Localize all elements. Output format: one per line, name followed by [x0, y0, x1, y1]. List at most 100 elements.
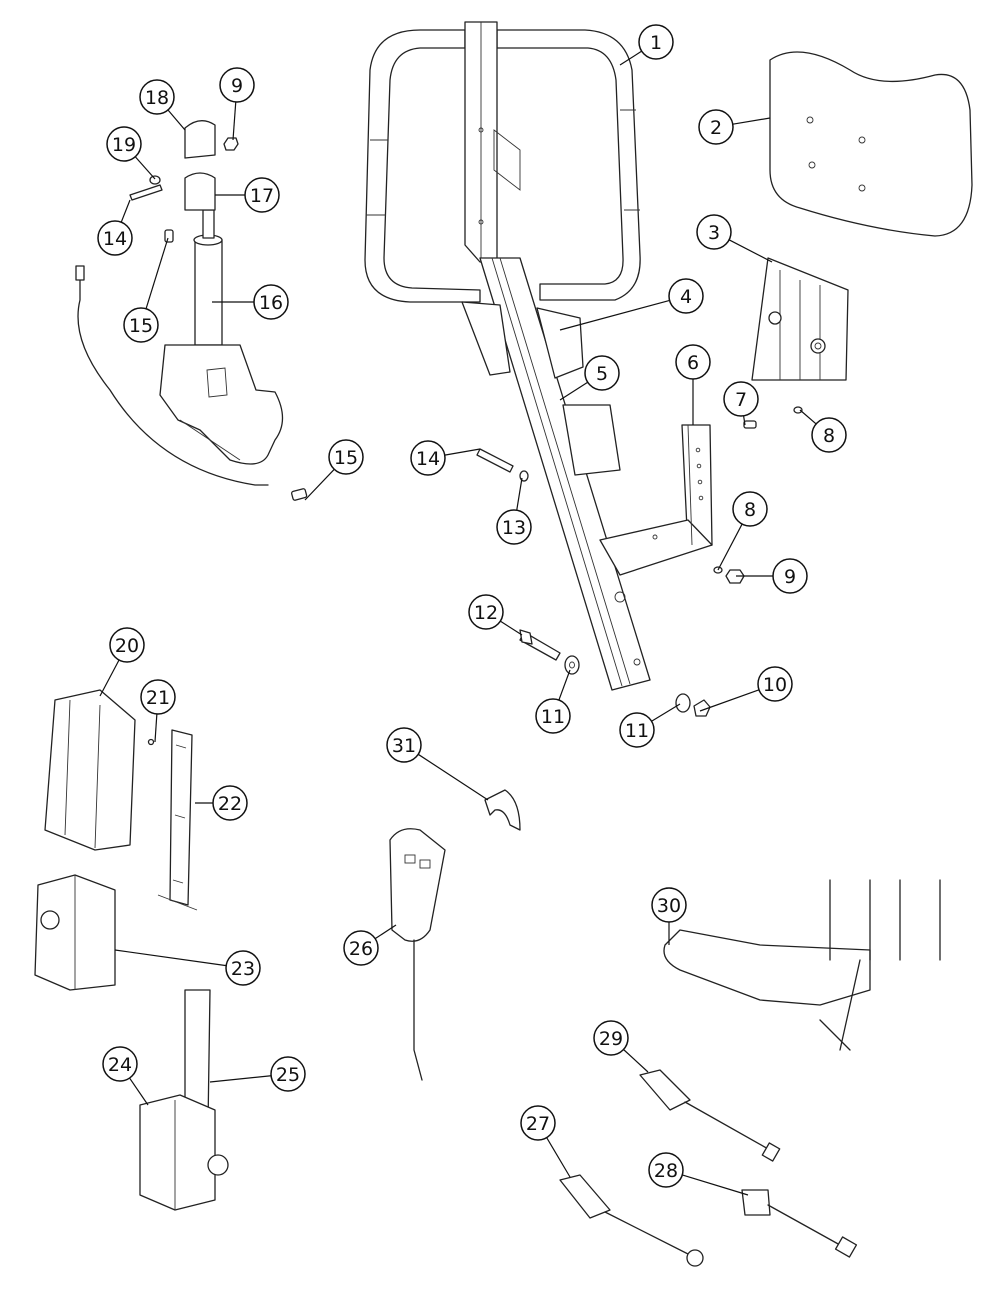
callout-circle — [698, 109, 734, 145]
callout-number: 14 — [103, 228, 127, 250]
callout-circle — [123, 307, 159, 343]
callout-number: 31 — [392, 735, 416, 757]
bolt-7 — [743, 420, 757, 429]
callout-circle — [253, 284, 289, 320]
callout-circle — [212, 785, 248, 821]
leader-line — [304, 468, 335, 501]
leader-line — [558, 669, 571, 701]
callout-circle — [675, 344, 711, 380]
callout-26: 26 — [343, 924, 397, 966]
callout-circle — [140, 679, 176, 715]
leader-line — [546, 1137, 571, 1178]
callout-number: 23 — [231, 958, 255, 980]
callout-9: 9 — [219, 67, 255, 141]
callout-circle — [386, 727, 422, 763]
callout-circle — [496, 509, 532, 545]
callout-number: 11 — [625, 720, 649, 742]
callout-number: 4 — [680, 286, 692, 308]
callout-18: 18 — [139, 79, 186, 131]
leader-line — [728, 239, 773, 263]
callout-circle — [584, 355, 620, 391]
callout-number: 13 — [502, 517, 526, 539]
leader-line — [742, 415, 746, 426]
callout-number: 20 — [115, 635, 139, 657]
callout-circle — [106, 126, 142, 162]
hardware-lower — [476, 448, 711, 717]
callout-circle — [97, 220, 133, 256]
callout-circle — [619, 712, 655, 748]
callout-circle — [109, 627, 145, 663]
callout-number: 15 — [334, 447, 358, 469]
callout-circle — [535, 698, 571, 734]
callout-number: 19 — [112, 134, 136, 156]
leader-line — [623, 1049, 649, 1073]
callout-14: 14 — [410, 440, 481, 476]
callout-circle — [328, 439, 364, 475]
leader-line — [145, 237, 169, 309]
callout-circle — [244, 177, 280, 213]
leader-line — [232, 101, 237, 141]
arm-30 — [663, 879, 941, 1051]
callout-circle — [225, 950, 261, 986]
callout-19: 19 — [106, 126, 156, 180]
callout-number: 5 — [596, 363, 608, 385]
callout-number: 3 — [708, 222, 720, 244]
callout-1: 1 — [619, 24, 674, 66]
callout-number: 9 — [784, 566, 796, 588]
callout-circle — [343, 930, 379, 966]
leader-line — [500, 620, 523, 636]
callout-number: 24 — [108, 1054, 132, 1076]
callout-number: 8 — [744, 499, 756, 521]
callout-2: 2 — [698, 109, 771, 145]
hand-control-26 — [389, 789, 521, 1081]
callout-4: 4 — [559, 278, 704, 331]
callout-23: 23 — [114, 949, 261, 986]
leader-line — [559, 381, 589, 401]
leader-line — [374, 924, 397, 940]
callout-number: 12 — [474, 602, 498, 624]
callout-10: 10 — [699, 666, 793, 712]
leader-line — [444, 448, 481, 456]
leader-line — [99, 659, 120, 697]
callout-circle — [732, 491, 768, 527]
callout-16: 16 — [212, 284, 289, 320]
callout-15: 15 — [123, 237, 169, 343]
control-box-23 — [34, 874, 116, 991]
callout-22: 22 — [195, 785, 248, 821]
callout-number: 11 — [541, 706, 565, 728]
callout-14: 14 — [97, 199, 133, 256]
callout-number: 17 — [250, 185, 274, 207]
callout-circle — [772, 558, 808, 594]
callout-circle — [468, 594, 504, 630]
callout-number: 8 — [823, 425, 835, 447]
power-cables — [559, 1069, 858, 1267]
callout-circle — [811, 417, 847, 453]
callout-circle — [270, 1056, 306, 1092]
callout-circle — [139, 79, 175, 115]
callout-number: 26 — [349, 938, 373, 960]
leader-line — [154, 713, 158, 743]
leader-line — [134, 156, 156, 180]
callout-circle — [593, 1020, 629, 1056]
callout-number: 9 — [231, 75, 243, 97]
label-5 — [562, 404, 621, 476]
labels-4 — [461, 301, 584, 379]
callout-15: 15 — [304, 439, 364, 501]
callout-circle — [696, 214, 732, 250]
leader-line — [209, 1075, 272, 1083]
callout-13: 13 — [496, 477, 532, 545]
callout-number: 27 — [526, 1113, 550, 1135]
leader-line — [682, 1174, 749, 1196]
bracket-6 — [599, 424, 713, 576]
callout-9: 9 — [736, 558, 808, 594]
callout-circle — [648, 1152, 684, 1188]
callout-21: 21 — [140, 679, 176, 743]
callout-11: 11 — [619, 703, 681, 748]
callout-27: 27 — [520, 1105, 571, 1178]
washer-8a — [793, 406, 803, 414]
control-box-24 — [139, 989, 229, 1211]
leader-line — [417, 753, 489, 801]
callout-17: 17 — [215, 177, 280, 213]
plate-3 — [751, 257, 849, 381]
